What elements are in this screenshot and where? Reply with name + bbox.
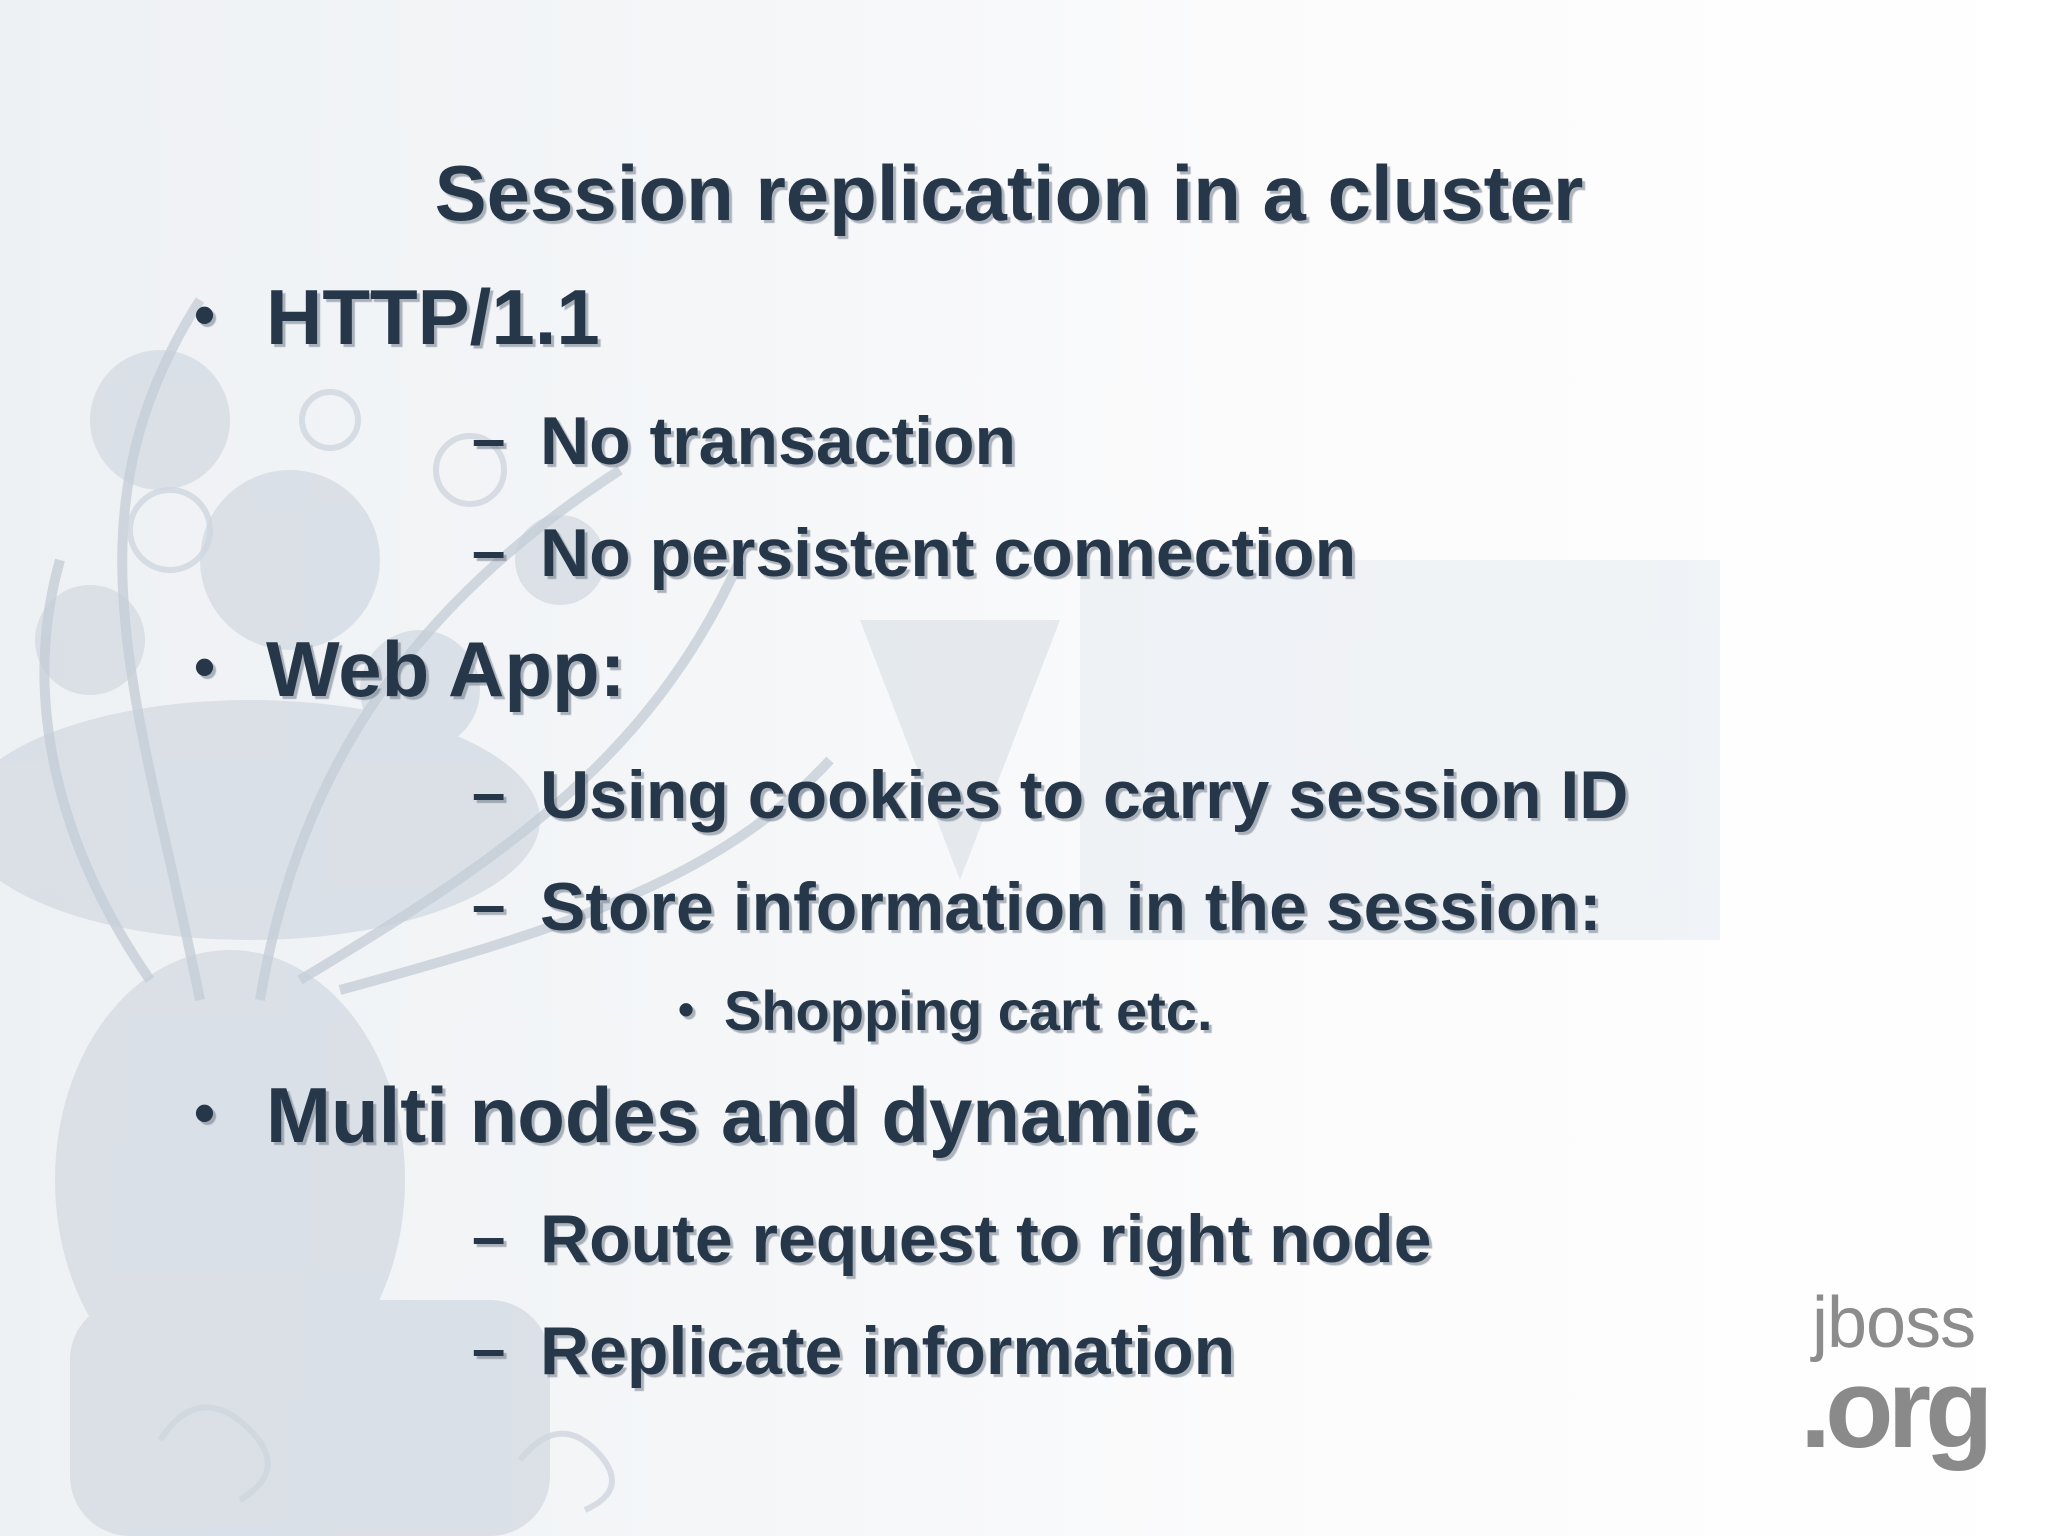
dash-marker: –	[472, 517, 506, 584]
dash-marker: –	[472, 1203, 506, 1270]
bullet-http: • HTTP/1.1	[194, 272, 600, 363]
sub-sub-bullet-shopping-cart: • Shopping cart etc.	[678, 978, 1213, 1043]
bullet-web-app: • Web App:	[194, 624, 626, 715]
logo-jboss-text: jboss	[1812, 1283, 1976, 1363]
sub-bullet-no-transaction: – No transaction	[472, 402, 1016, 480]
bullet-label: Multi nodes and dynamic	[266, 1071, 1198, 1159]
slide-title: Session replication in a cluster	[434, 149, 1584, 237]
sub-bullet-label: Replicate information	[540, 1313, 1236, 1389]
bullet-label: HTTP/1.1	[266, 273, 600, 361]
sub-bullet-route-request: – Route request to right node	[472, 1200, 1432, 1278]
sub-bullet-label: Using cookies to carry session ID	[540, 757, 1629, 833]
bullet-multi-nodes: • Multi nodes and dynamic	[194, 1070, 1198, 1161]
sub-bullet-label: Route request to right node	[540, 1201, 1432, 1277]
dash-marker: –	[472, 1315, 506, 1382]
sub-bullet-cookies: – Using cookies to carry session ID	[472, 756, 1628, 834]
dash-marker: –	[472, 871, 506, 938]
bullet-marker: •	[678, 983, 695, 1035]
sub-bullet-store-information: – Store information in the session:	[472, 868, 1602, 946]
sub-bullet-label: No persistent connection	[540, 515, 1357, 591]
sub-sub-bullet-label: Shopping cart etc.	[724, 979, 1213, 1042]
sub-bullet-replicate: – Replicate information	[472, 1312, 1235, 1390]
sub-bullet-label: Store information in the session:	[540, 869, 1602, 945]
sub-bullet-label: No transaction	[540, 403, 1017, 479]
bullet-label: Web App:	[266, 625, 626, 713]
bullet-marker: •	[194, 281, 216, 348]
logo-org-text: .org	[1800, 1346, 1994, 1471]
sub-bullet-no-persistent-connection: – No persistent connection	[472, 514, 1356, 592]
bullet-marker: •	[194, 633, 216, 700]
jboss-org-logo: jboss .org	[1800, 1282, 2020, 1472]
bullet-marker: •	[194, 1079, 216, 1146]
dash-marker: –	[472, 759, 506, 826]
dash-marker: –	[472, 405, 506, 472]
